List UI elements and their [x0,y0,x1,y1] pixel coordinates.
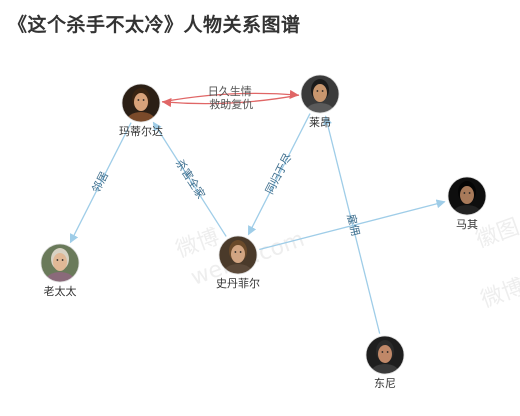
edge-leon-stansfield: 同归于尽 [247,113,311,236]
watermark-text: 徽图 [473,215,520,254]
node-label: 史丹菲尔 [216,277,260,290]
node-leon[interactable]: 莱昂 [300,74,340,129]
node-tony[interactable]: 东尼 [365,335,405,390]
edge-leon-mathilda: 救助复仇 [162,94,300,111]
edge-stansfield-mathilda: 杀害全家 [152,121,227,237]
node-label: 马其 [456,218,478,231]
edge-label: 救助复仇 [209,97,253,111]
portrait-icon-man-suit [219,236,257,274]
edge-label: 日久生情 [208,84,252,98]
edge-label: 邻居 [90,170,112,195]
portrait-icon-man-dark [448,177,486,215]
portrait-icon-man-mustache [366,336,404,374]
edge-tony-leon: 雇佣 [323,115,381,334]
portrait-icon-girl-bob-hair [122,84,160,122]
edge-stansfield-max [259,199,446,251]
edge-mathilda-old_lady: 邻居 [69,122,132,244]
node-label: 老太太 [44,285,77,298]
node-old_lady[interactable]: 老太太 [40,243,80,298]
edge-label: 杀害全家 [173,157,208,202]
page-title: 《这个杀手不太冷》人物关系图谱 [8,14,301,36]
edge-label: 雇佣 [344,212,363,237]
portrait-icon-old-woman [41,244,79,282]
node-stansfield[interactable]: 史丹菲尔 [216,235,260,290]
watermark-text: 微博 [478,275,520,314]
node-mathilda[interactable]: 玛蒂尔达 [119,83,163,138]
edge-label: 同归于尽 [262,151,294,197]
node-max[interactable]: 马其 [447,176,487,231]
node-label: 莱昂 [309,116,331,129]
node-label: 东尼 [374,377,396,390]
edge-mathilda-leon: 日久生情 [161,84,299,103]
node-label: 玛蒂尔达 [119,125,163,138]
portrait-icon-man-cap [301,75,339,113]
